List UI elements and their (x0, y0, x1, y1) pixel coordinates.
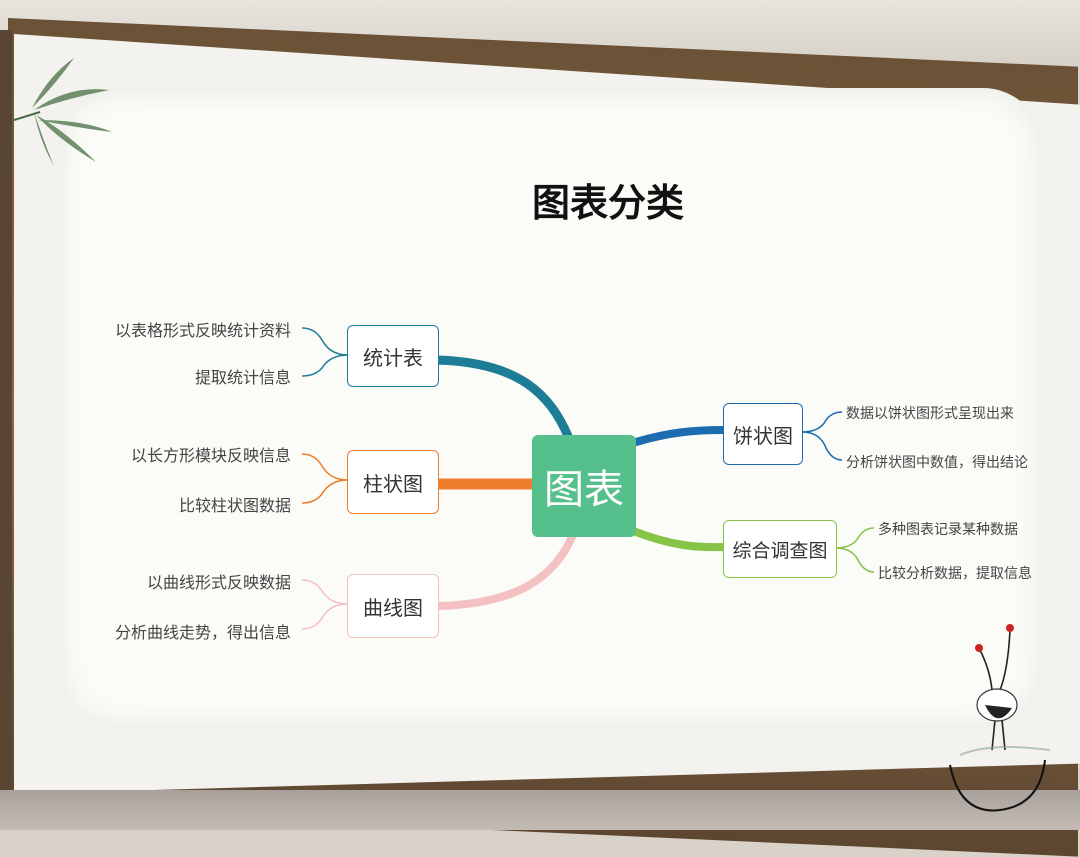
floor (0, 790, 1080, 830)
link-bingzhuangtu (632, 426, 728, 446)
crane-illustration-icon (959, 624, 1051, 756)
leaf-zonghe-2: 比较分析数据，提取信息 (878, 566, 1032, 582)
cable (949, 759, 1046, 812)
leaf-bingzhuangtu-1: 数据以饼状图形式呈现出来 (846, 406, 1014, 422)
leaf-bingzhuangtu-2: 分析饼状图中数值，得出结论 (846, 455, 1028, 471)
leaf-zhuzhuangtu-1: 以长方形模块反映信息 (130, 446, 291, 465)
leaf-quxiantu-1: 以曲线形式反映数据 (146, 573, 291, 592)
slide-title: 图表分类 (532, 181, 685, 225)
link-tongjibiao (431, 355, 573, 441)
leaf-zhuzhuangtu-2: 比较柱状图数据 (178, 496, 291, 515)
leaf-tongjibiao-2: 提取统计信息 (194, 368, 291, 387)
leaf-zonghe-1: 多种图表记录某种数据 (878, 522, 1018, 538)
node-zonghe: 综合调查图 (723, 520, 837, 578)
mindmap-links (301, 327, 875, 630)
node-bingzhuangtu: 饼状图 (723, 403, 803, 465)
frame-post (0, 30, 12, 820)
link-quxiantu (434, 533, 576, 610)
center-node: 图表 (532, 435, 636, 537)
leaf-quxiantu-2: 分析曲线走势，得出信息 (114, 623, 291, 642)
node-tongjibiao: 统计表 (347, 325, 439, 387)
bamboo-leaves-icon (14, 58, 112, 166)
node-quxiantu: 曲线图 (347, 574, 439, 638)
leaf-tongjibiao-1: 以表格形式反映统计资料 (114, 321, 291, 340)
node-zhuzhuangtu: 柱状图 (347, 450, 439, 514)
link-zonghe (632, 528, 728, 552)
